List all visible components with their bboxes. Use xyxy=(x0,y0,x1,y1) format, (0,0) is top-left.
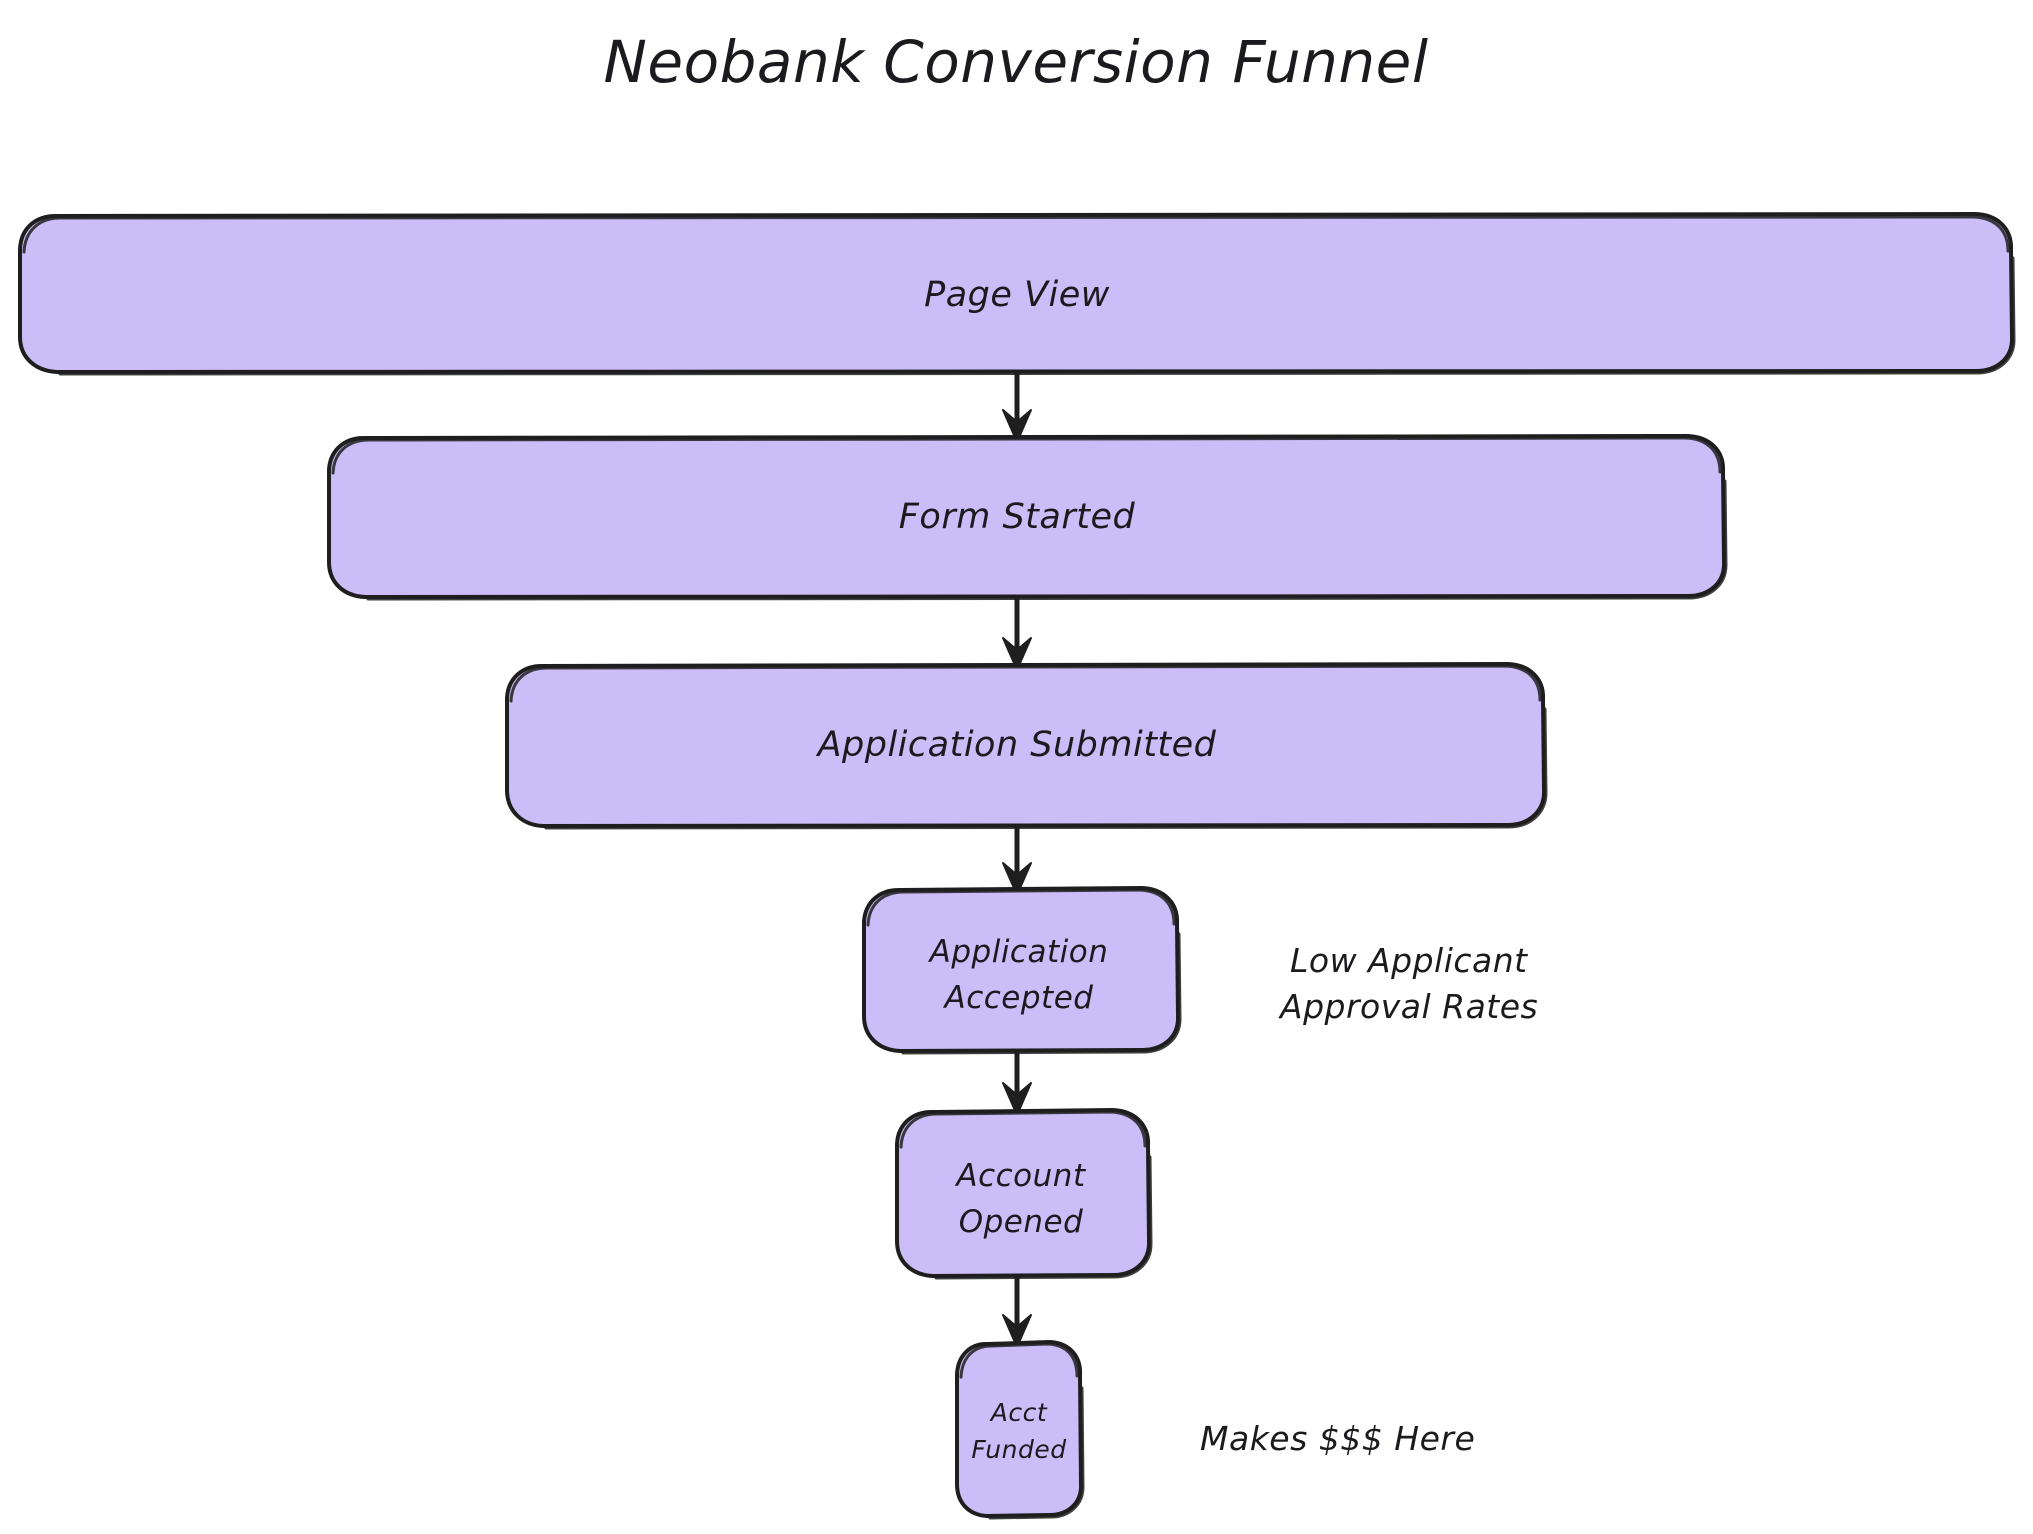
node-account-opened[interactable]: Account Opened xyxy=(895,1108,1153,1280)
edge-application-accepted-to-account-opened xyxy=(1002,1049,1032,1116)
node-page-view[interactable]: Page View xyxy=(18,212,2016,376)
edge-account-opened-to-acct-funded xyxy=(1002,1274,1032,1348)
node-label-acct-funded-line2: Funded xyxy=(971,1435,1066,1464)
node-label-account-opened-line1: Account xyxy=(954,1158,1087,1194)
node-form-started[interactable]: Form Started xyxy=(327,434,1728,601)
node-label-acct-funded-line1: Acct xyxy=(989,1398,1048,1427)
annotation-low-approval-line2: Approval Rates xyxy=(1278,987,1538,1026)
diagram-title: Neobank Conversion Funnel xyxy=(604,28,1429,96)
annotation-low-approval-rates: Low Applicant Approval Rates xyxy=(1278,941,1538,1026)
node-label-application-submitted: Application Submitted xyxy=(816,725,1217,765)
annotation-low-approval-line1: Low Applicant xyxy=(1290,941,1528,980)
node-label-application-accepted-line2: Accepted xyxy=(943,980,1094,1016)
node-label-application-accepted-line1: Application xyxy=(928,934,1109,970)
edge-application-submitted-to-application-accepted xyxy=(1002,824,1032,896)
annotation-makes-money-line1: Makes $$$ Here xyxy=(1200,1419,1475,1458)
node-acct-funded[interactable]: Acct Funded xyxy=(955,1340,1085,1520)
annotation-makes-money-here: Makes $$$ Here xyxy=(1200,1419,1475,1458)
edge-page-view-to-form-started xyxy=(1002,369,1032,443)
node-label-account-opened-line2: Opened xyxy=(959,1204,1084,1240)
node-application-submitted[interactable]: Application Submitted xyxy=(505,662,1548,830)
node-label-form-started: Form Started xyxy=(899,497,1136,537)
node-label-page-view: Page View xyxy=(924,275,1110,315)
node-application-accepted[interactable]: Application Accepted xyxy=(862,886,1182,1055)
edge-form-started-to-application-submitted xyxy=(1002,594,1032,671)
